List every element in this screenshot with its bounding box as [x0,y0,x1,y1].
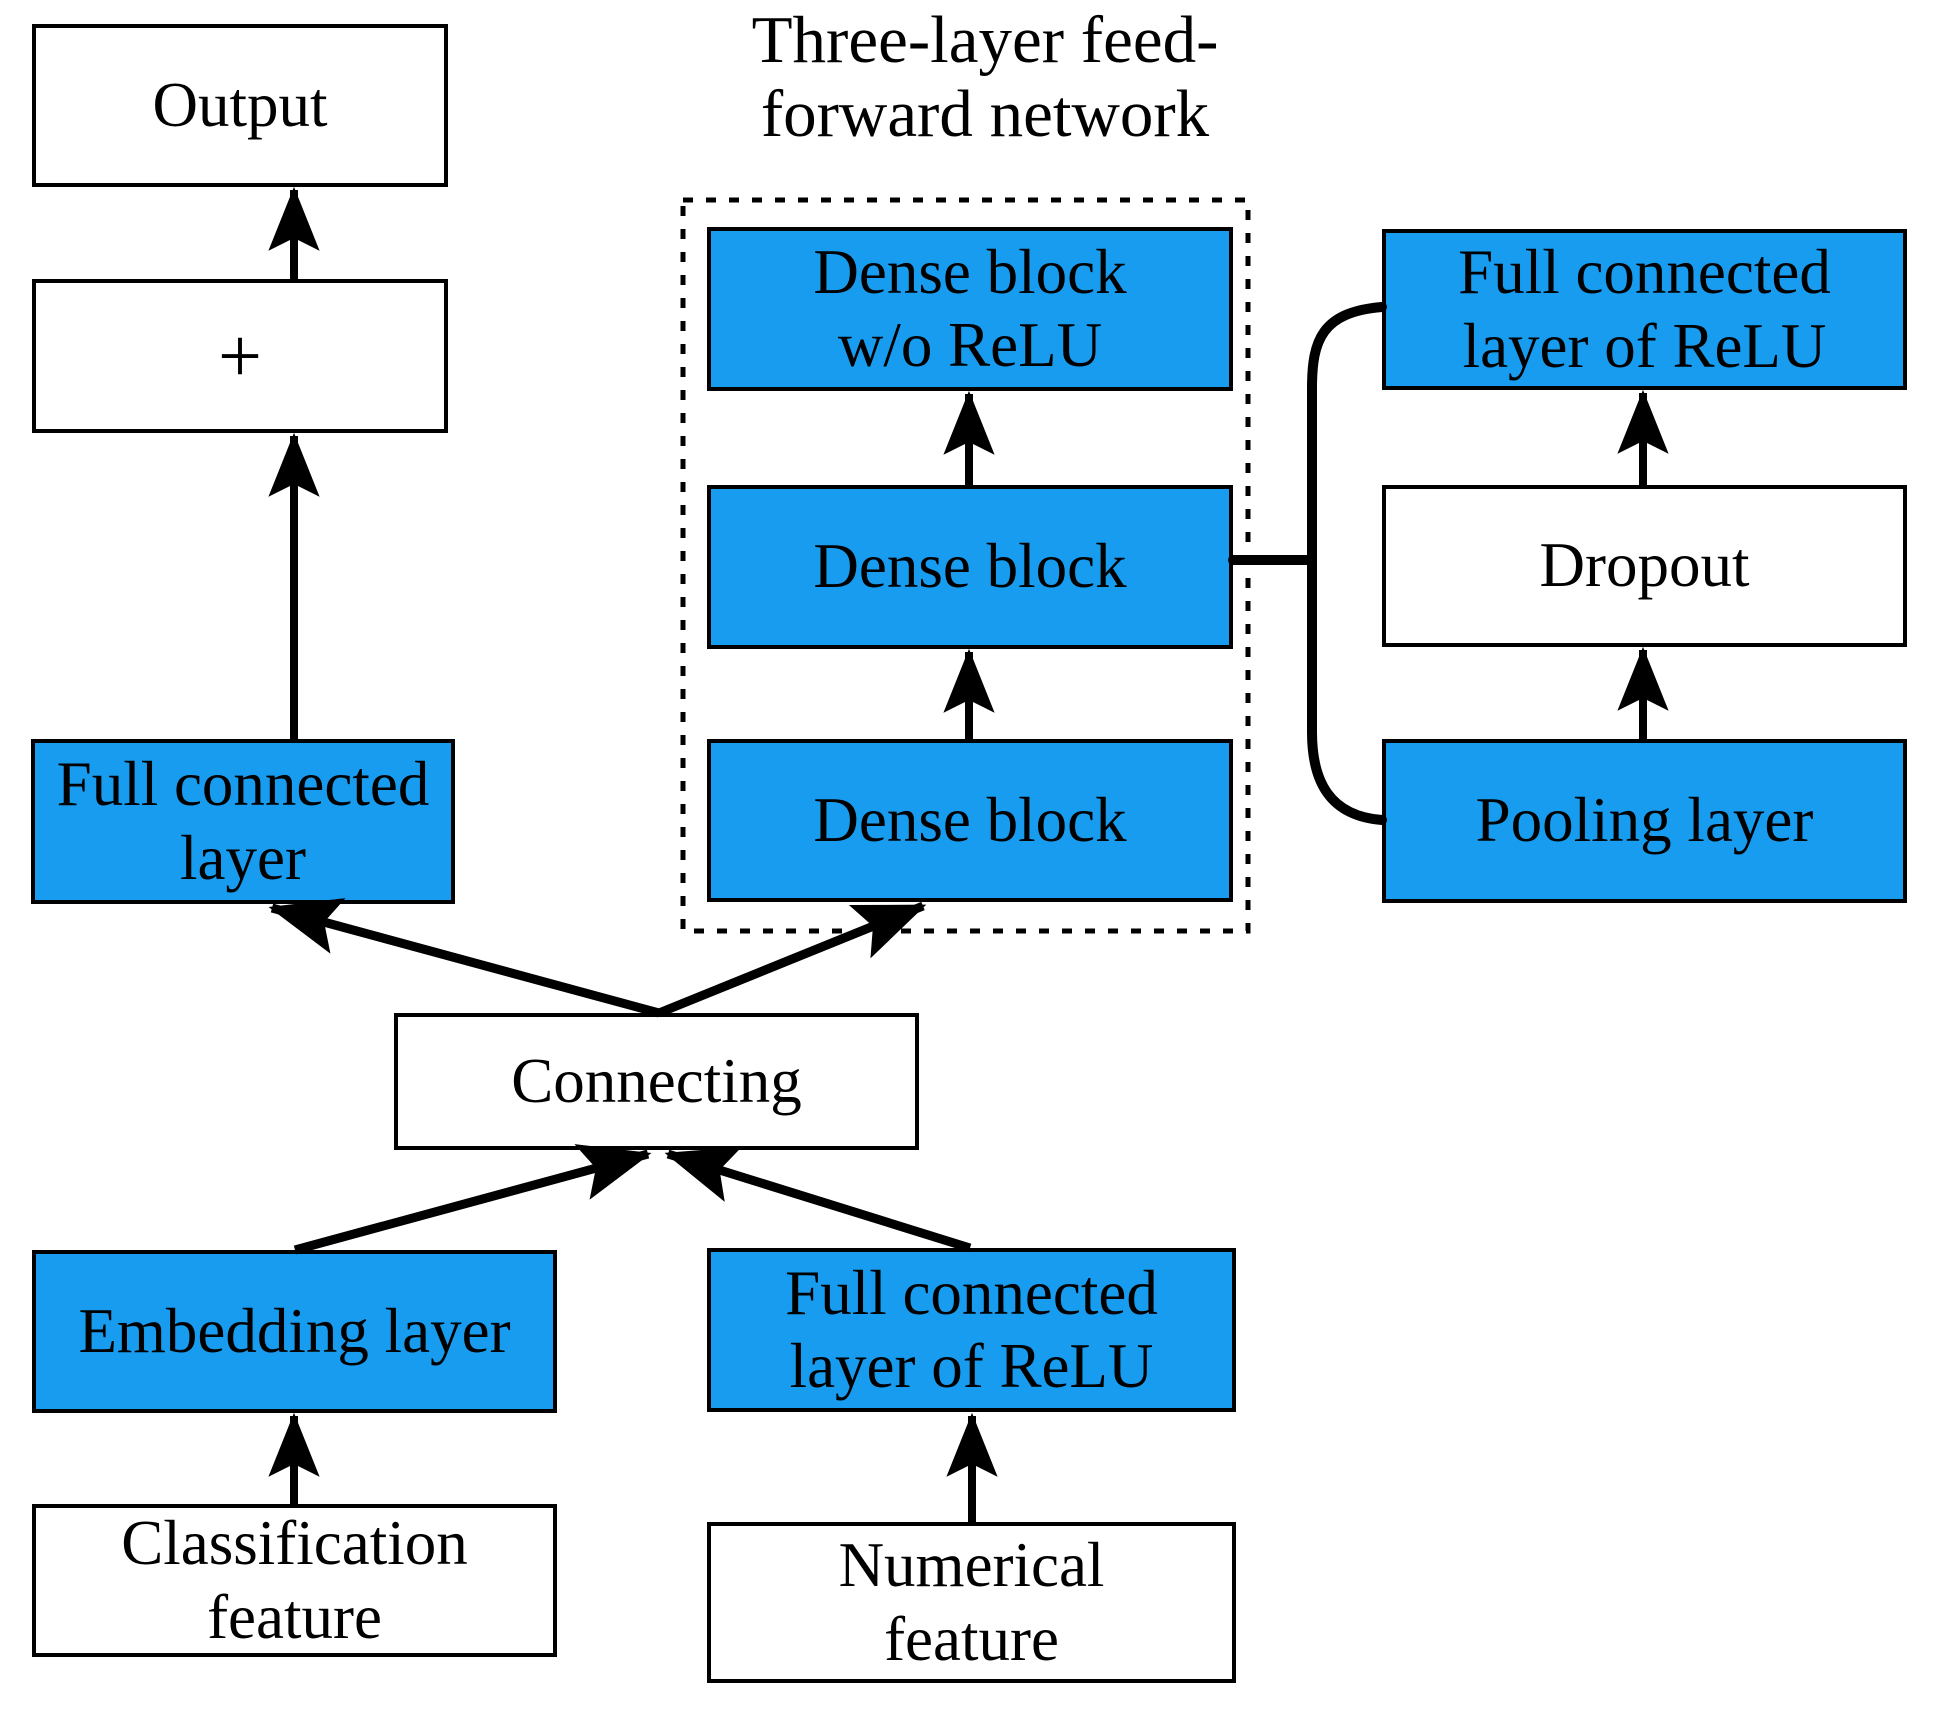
node-dropout: Dropout [1382,485,1907,647]
node-full-connected-layer-of-relu-right: Full connected layer of ReLU [1382,229,1907,390]
node-dense-block-bottom: Dense block [707,739,1233,902]
node-full-connected-layer: Full connected layer [31,739,455,904]
arrow-embedding-to-connecting [293,1144,652,1255]
node-plus: + [32,279,448,433]
node-dense-block-wo-relu: Dense block w/o ReLU [707,227,1233,391]
node-full-connected-layer-of-relu-bottom: Full connected layer of ReLU [707,1248,1236,1412]
arrow-connecting-to-fc-layer [268,898,661,1018]
bracket-connector [1228,302,1387,825]
node-output: Output [32,24,448,187]
node-classification-feature: Classification feature [32,1504,557,1657]
node-numerical-feature: Numerical feature [707,1522,1236,1683]
node-pooling-layer: Pooling layer [1382,739,1907,903]
arrow-fc-relu-to-connecting [664,1146,972,1253]
node-connecting: Connecting [394,1013,919,1150]
node-embedding-layer: Embedding layer [32,1250,557,1413]
diagram-title: Three-layer feed- forward network [751,3,1219,151]
node-dense-block-middle: Dense block [707,485,1233,649]
arrow-connecting-to-dense-bottom [657,901,927,1018]
